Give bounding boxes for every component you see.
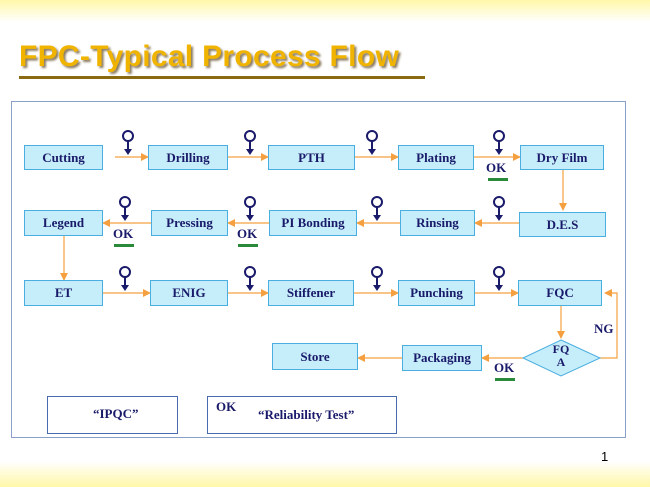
diagram-frame xyxy=(11,101,626,438)
legend-reliability-box xyxy=(207,396,397,434)
ipqc-icon xyxy=(371,196,383,222)
ok-label: OK xyxy=(486,160,507,175)
ok-underline xyxy=(488,178,508,181)
node-packaging: Packaging xyxy=(402,345,482,371)
node-pi-bonding: PI Bonding xyxy=(269,210,357,236)
ok-label: OK xyxy=(237,226,258,241)
node-dry-film: Dry Film xyxy=(520,145,604,170)
ipqc-icon xyxy=(119,196,131,222)
node-plating: Plating xyxy=(398,145,474,170)
ipqc-icon xyxy=(244,130,256,156)
node-enig: ENIG xyxy=(150,280,228,306)
node-des: D.E.S xyxy=(519,212,606,237)
node-pressing: Pressing xyxy=(151,210,228,236)
node-drilling: Drilling xyxy=(148,145,228,170)
legend-reliability-label: “Reliability Test” xyxy=(258,407,355,422)
node-rinsing: Rinsing xyxy=(400,210,475,236)
ipqc-icon xyxy=(366,130,378,156)
ok-label: OK xyxy=(494,360,515,375)
page-title: FPC-Typical Process Flow xyxy=(19,40,400,73)
node-stiffener: Stiffener xyxy=(268,280,354,306)
ipqc-icon xyxy=(371,266,383,292)
node-pth: PTH xyxy=(268,145,355,170)
node-fqc: FQC xyxy=(518,280,602,306)
ok-underline xyxy=(495,378,515,381)
node-legend: Legend xyxy=(24,210,103,236)
ok-label: OK xyxy=(113,226,134,241)
page-number: 1 xyxy=(601,449,609,464)
arrow-fqa-ng-fqc xyxy=(600,289,618,359)
ok-underline xyxy=(238,244,258,247)
node-cutting: Cutting xyxy=(24,145,103,170)
ipqc-icon xyxy=(122,130,134,156)
node-punching: Punching xyxy=(398,280,475,306)
legend-ipqc-box xyxy=(47,396,178,434)
node-et: ET xyxy=(24,280,103,306)
top-band xyxy=(0,0,650,22)
ipqc-icon xyxy=(493,130,505,156)
bottom-band xyxy=(0,461,650,487)
legend-ipqc-label: “IPQC” xyxy=(93,406,139,421)
title-underline xyxy=(19,76,425,79)
ipqc-icon xyxy=(493,196,505,222)
legend-ok-label: OK xyxy=(216,399,237,414)
ng-label: NG xyxy=(594,321,614,336)
node-fqa-label: FQ A xyxy=(552,342,570,369)
ipqc-icon xyxy=(119,266,131,292)
ok-underline xyxy=(114,244,134,247)
node-store: Store xyxy=(272,343,358,370)
fqa-diamond xyxy=(521,339,602,377)
ipqc-icon xyxy=(244,266,256,292)
ipqc-icon xyxy=(493,266,505,292)
ipqc-icon xyxy=(244,196,256,222)
